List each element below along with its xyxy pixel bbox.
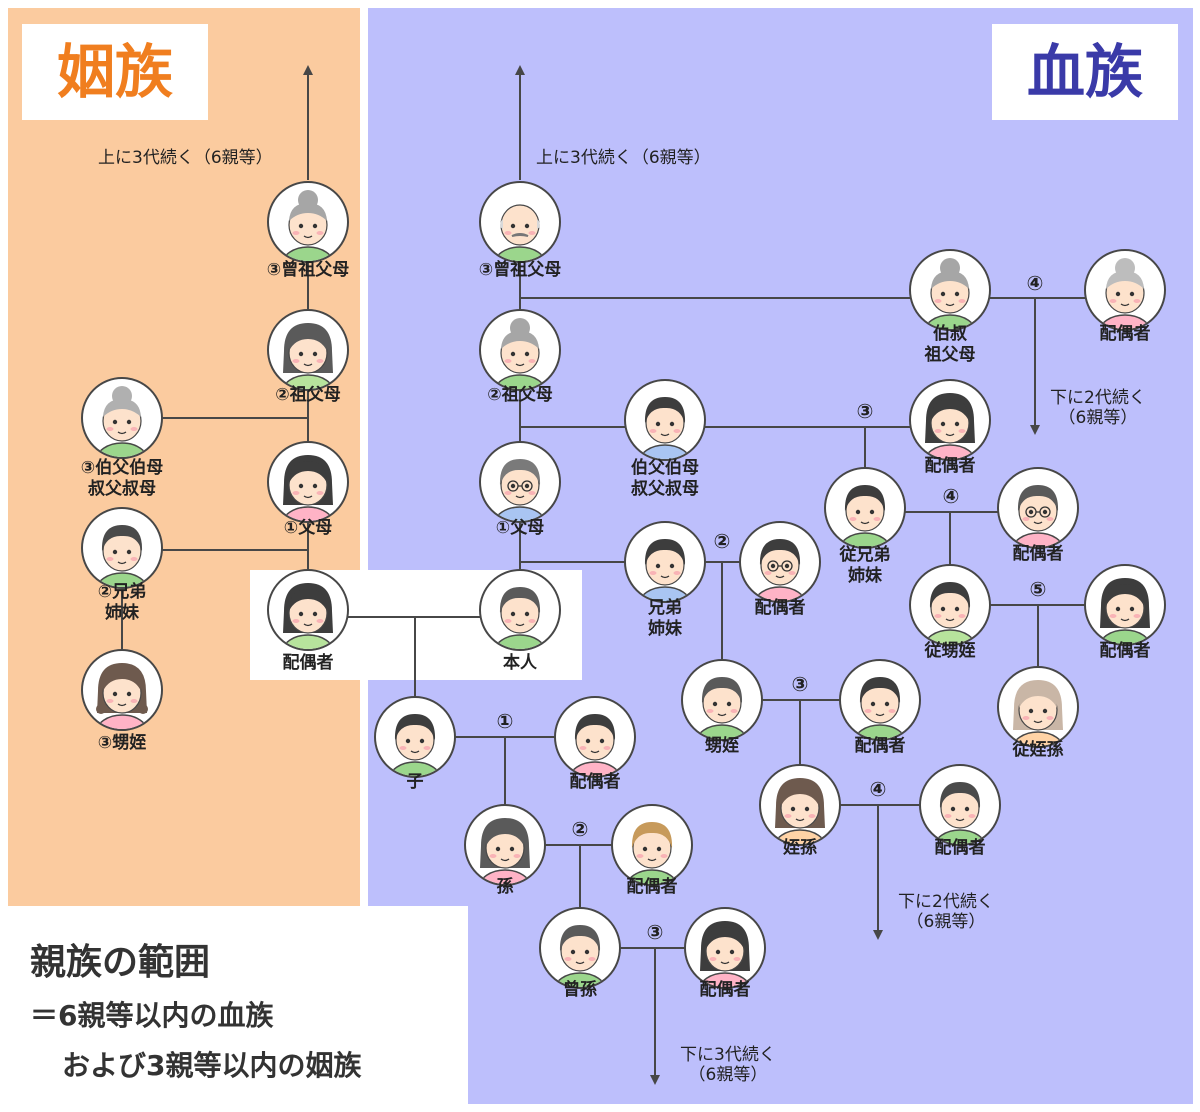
siblings-avatar (624, 521, 706, 603)
degree-cousin-spouse: ④ (942, 484, 960, 508)
cousin-children-spouse-label: 配偶者 (1099, 641, 1151, 661)
degree-grandchild-spouse: ② (571, 817, 589, 841)
blood-great-grandparents-label: ③曾祖父母 (478, 260, 562, 280)
degree-child-spouse: ① (496, 709, 514, 733)
child-spouse-avatar (554, 696, 636, 778)
siblings-label: 兄弟 姉妹 (648, 598, 682, 639)
nephews-avatar (681, 659, 763, 741)
degree-nephew-spouse: ③ (791, 672, 809, 696)
grandnephews-spouse-label: 配偶者 (934, 838, 986, 858)
inlaw-nephews-label: ③甥姪 (97, 733, 147, 753)
child-avatar (374, 696, 456, 778)
inlaw-nephews-avatar (81, 649, 163, 731)
inlaw-header: 姻族 (22, 24, 208, 120)
degree-granduncle-spouse: ④ (1026, 271, 1044, 295)
grandchild-spouse-label: 配偶者 (626, 877, 678, 897)
great-grandchild-avatar (539, 907, 621, 989)
siblings-spouse-avatar (739, 521, 821, 603)
inlaw-great-grandparents-label: ③曾祖父母 (266, 260, 350, 280)
uncles-spouse-label: 配偶者 (924, 456, 976, 476)
grandchild-spouse-avatar (611, 804, 693, 886)
granduncles-label: 伯叔 祖父母 (924, 324, 976, 365)
summary-box (8, 906, 468, 1106)
cousin-children-label: 従甥姪 (924, 641, 976, 661)
grandchild-label: 孫 (496, 877, 514, 897)
cousins-spouse-avatar (997, 467, 1079, 549)
child-label: 子 (406, 772, 424, 792)
great-grandchild-label: 曾孫 (563, 980, 597, 1000)
summary-line-2: および3親等以内の姻族 (62, 1049, 362, 1082)
cousin-children-spouse-avatar (1084, 564, 1166, 646)
uncles-avatar (624, 379, 706, 461)
blood-up-note: 上に3代続く（6親等） (536, 148, 711, 168)
siblings-spouse-label: 配偶者 (754, 598, 806, 618)
blood-parents-label: ①父母 (495, 518, 545, 538)
self-label: 本人 (503, 653, 537, 673)
cousins-avatar (824, 467, 906, 549)
granduncle-down-note: 下に2代続く （6親等） (1050, 388, 1146, 428)
great-grandchild-spouse-avatar (684, 907, 766, 989)
self-avatar (479, 569, 561, 651)
granduncles-spouse-label: 配偶者 (1099, 324, 1151, 344)
great-grandchild-down-note: 下に3代続く （6親等） (680, 1045, 776, 1085)
child-spouse-label: 配偶者 (569, 772, 621, 792)
degree-uncle-spouse: ③ (856, 399, 874, 423)
grandchild-avatar (464, 804, 546, 886)
cousin-grandchild-avatar (997, 666, 1079, 748)
inlaw-grandparents-label: ②祖父母 (275, 385, 341, 405)
granduncles-avatar (909, 249, 991, 331)
cousins-spouse-label: 配偶者 (1012, 544, 1064, 564)
degree-great-grandchild-spouse: ③ (646, 920, 664, 944)
grandnephews-label: 姪孫 (783, 838, 817, 858)
blood-grandparents-avatar (479, 309, 561, 391)
spouse-label: 配偶者 (282, 653, 334, 673)
blood-parents-avatar (479, 441, 561, 523)
inlaw-uncles-label: ③伯父伯母 叔父叔母 (80, 458, 164, 499)
inlaw-uncles-avatar (81, 377, 163, 459)
inlaw-siblings-avatar (81, 507, 163, 589)
inlaw-great-grandparents-avatar (267, 181, 349, 263)
inlaw-parents-avatar (267, 441, 349, 523)
spouse-avatar (267, 569, 349, 651)
summary-title: 親族の範囲 (30, 942, 211, 983)
degree-sibling-spouse: ② (713, 529, 731, 553)
inlaw-parents-label: ①父母 (283, 518, 333, 538)
cousin-children-avatar (909, 564, 991, 646)
degree-cousin-child-spouse: ⑤ (1029, 577, 1047, 601)
uncles-label: 伯父伯母 叔父叔母 (631, 458, 699, 499)
niece-child-down-note: 下に2代続く （6親等） (898, 892, 994, 932)
inlaw-siblings-label: ②兄弟 姉妹 (97, 582, 147, 623)
nephews-label: 甥姪 (705, 736, 739, 756)
cousins-label: 従兄弟 姉妹 (839, 545, 891, 586)
blood-great-grandparents-avatar (479, 181, 561, 263)
uncles-spouse-avatar (909, 379, 991, 461)
inlaw-up-note: 上に3代続く（6親等） (98, 148, 273, 168)
inlaw-grandparents-avatar (267, 309, 349, 391)
summary-line-1: ＝6親等以内の血族 (30, 999, 274, 1032)
grandnephews-avatar (759, 764, 841, 846)
granduncles-spouse-avatar (1084, 249, 1166, 331)
grandnephews-spouse-avatar (919, 764, 1001, 846)
great-grandchild-spouse-label: 配偶者 (699, 980, 751, 1000)
degree-grandnephew-spouse: ④ (869, 777, 887, 801)
cousin-grandchild-label: 従姪孫 (1012, 740, 1064, 760)
blood-header: 血族 (992, 24, 1178, 120)
blood-grandparents-label: ②祖父母 (487, 385, 553, 405)
nephews-spouse-avatar (839, 659, 921, 741)
nephews-spouse-label: 配偶者 (854, 736, 906, 756)
